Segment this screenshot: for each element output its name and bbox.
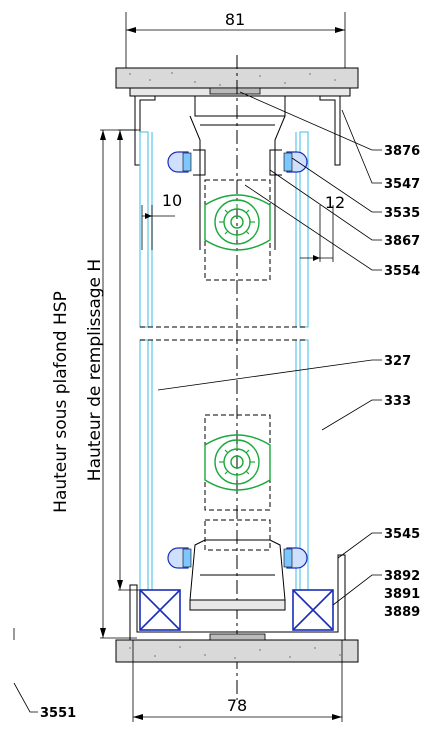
fill-height-label: Hauteur de remplissage H (85, 259, 105, 481)
callout-3891: 3891 (384, 587, 420, 602)
callout-3554: 3554 (384, 264, 420, 279)
floor-slab (115, 639, 359, 663)
top-dimension: 81 (125, 10, 346, 70)
left-gap-label: 10 (162, 191, 182, 210)
height-dimensions (100, 129, 140, 639)
bottom-seals (167, 547, 308, 569)
callout-3892: 3892 (384, 569, 420, 584)
right-gap-label: 12 (325, 193, 345, 212)
callout-3535: 3535 (384, 206, 420, 221)
floor-texture (129, 646, 341, 659)
callout-3889: 3889 (384, 605, 420, 620)
bottom-width-label: 78 (227, 696, 247, 715)
callout-3867: 3867 (384, 234, 420, 249)
callout-3545: 3545 (384, 527, 420, 542)
ceiling-height-label: Hauteur sous plafond HSP (51, 291, 71, 513)
top-rail (129, 87, 351, 250)
callout-3547: 3547 (384, 177, 420, 192)
callout-3551: 3551 (40, 706, 76, 721)
left-gap-dimension: 10 (141, 191, 182, 250)
top-seals (167, 149, 308, 176)
leader-lines (13, 91, 382, 713)
right-gap-dimension: 12 (300, 193, 345, 262)
callout-327: 327 (384, 354, 411, 369)
lower-hinge (204, 434, 271, 491)
bottom-dimension: 78 (132, 640, 343, 722)
callout-3876: 3876 (384, 144, 420, 159)
lower-frame (189, 519, 286, 611)
ceiling-texture (129, 72, 336, 86)
upper-hinge (204, 194, 271, 251)
top-width-label: 81 (225, 10, 245, 29)
floor-insert (209, 633, 266, 641)
callout-333: 333 (384, 394, 411, 409)
